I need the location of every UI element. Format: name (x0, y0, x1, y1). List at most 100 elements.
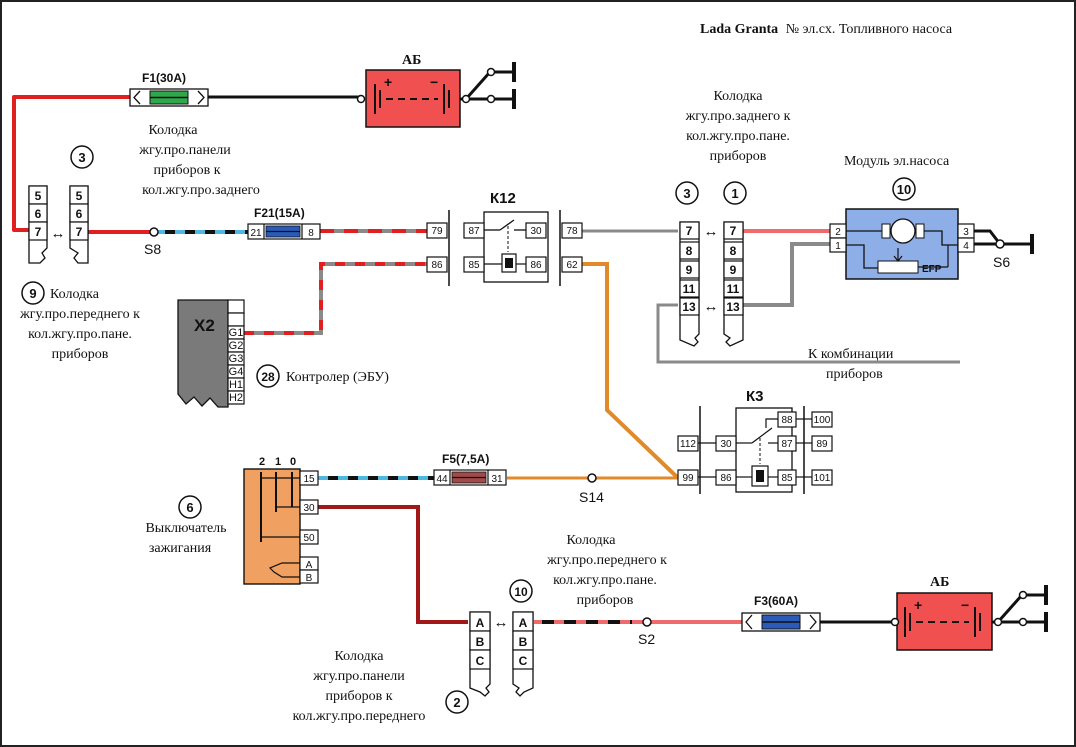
svg-text:К комбинации: К комбинации (808, 347, 894, 362)
svg-text:приборов: приборов (52, 347, 109, 362)
svg-text:8: 8 (730, 244, 737, 258)
svg-text:88: 88 (781, 415, 793, 426)
connector-bottom-b: A B C (512, 611, 534, 697)
label-ignition: Выключатель зажигания (145, 521, 226, 556)
label-block-top-right: Колодка жгу.про.заднего к кол.жгу.про.па… (685, 89, 791, 164)
svg-text:Колодка: Колодка (149, 123, 199, 138)
fuse-f1-label: F1(30A) (142, 71, 186, 85)
svg-text:8: 8 (686, 244, 693, 258)
relay-k3: К3 112 99 30 86 88 87 85 100 89 101 (677, 388, 833, 494)
label-to-cluster: К комбинации приборов (808, 347, 894, 382)
svg-text:101: 101 (814, 473, 831, 484)
wire-red-main (12, 95, 152, 234)
svg-text:жгу.про.панели: жгу.про.панели (312, 669, 405, 684)
svg-text:+: + (914, 597, 922, 613)
fuse-f21: F21(15A) 21 8 (247, 206, 321, 240)
badge-2: 2 (445, 690, 469, 714)
svg-text:9: 9 (730, 263, 737, 277)
svg-text:15: 15 (303, 474, 315, 485)
splice-s8: S8 (144, 227, 161, 257)
fuse-f3: F3(60A) (741, 594, 821, 632)
svg-text:100: 100 (814, 415, 831, 426)
fuel-pump-module: Модуль эл.насоса 2 1 3 4 EFP (829, 154, 975, 280)
connector-left-b: 5 6 7 (69, 185, 89, 264)
svg-text:Колодка: Колодка (335, 649, 385, 664)
svg-text:жгу.про.панели: жгу.про.панели (138, 143, 231, 158)
svg-text:C: C (476, 654, 485, 668)
svg-text:30: 30 (720, 439, 732, 450)
ignition-switch: 2 1 0 15 30 50 A B (243, 456, 319, 585)
badge-6: 6 (178, 495, 202, 519)
svg-text:85: 85 (781, 473, 793, 484)
badge-28: 28 (256, 364, 280, 388)
svg-text:89: 89 (816, 439, 828, 450)
badge-1: 1 (723, 181, 747, 205)
badge-3-left: 3 (70, 145, 94, 169)
svg-text:99: 99 (682, 473, 694, 484)
badge-9: 9 (21, 281, 45, 305)
svg-text:13: 13 (682, 300, 696, 314)
module-label: Модуль эл.насоса (844, 154, 950, 169)
svg-text:К3: К3 (746, 388, 764, 405)
svg-text:87: 87 (468, 226, 480, 237)
svg-text:7: 7 (686, 224, 693, 238)
badge-10-bottom: 10 (509, 579, 533, 603)
svg-text:приборов: приборов (826, 367, 883, 382)
svg-text:G1: G1 (229, 327, 244, 339)
title-brand: Lada Granta (700, 22, 778, 37)
svg-text:1: 1 (731, 186, 738, 201)
mate-arrow-left: ↔ (51, 225, 66, 242)
svg-text:6: 6 (76, 207, 83, 221)
battery-top-minus: − (430, 74, 438, 90)
svg-text:F3(60A): F3(60A) (754, 594, 798, 608)
controller-x2: X2 G1 G2 G3 G4 H1 H2 (177, 299, 245, 408)
svg-text:A: A (476, 616, 485, 630)
svg-text:2: 2 (835, 227, 841, 238)
badge-10-module: 10 (892, 177, 916, 201)
wire-gray-to-cluster (656, 303, 960, 364)
svg-text:4: 4 (963, 241, 969, 252)
svg-text:6: 6 (186, 500, 193, 515)
svg-text:62: 62 (566, 260, 578, 271)
svg-text:кол.жгу.про.пане.: кол.жгу.про.пане. (553, 573, 657, 588)
svg-text:F5(7,5A): F5(7,5A) (442, 452, 489, 466)
svg-text:85: 85 (468, 260, 480, 271)
svg-text:F21(15A): F21(15A) (254, 206, 305, 220)
battery-bottom: АБ + − (890, 575, 1048, 651)
svg-text:жгу.про.заднего к: жгу.про.заднего к (685, 109, 791, 124)
relay-k12: К12 79 86 87 85 30 86 78 62 (426, 190, 583, 286)
svg-text:S8: S8 (144, 241, 161, 257)
svg-text:13: 13 (726, 300, 740, 314)
mate-arrow-bottom: ↔ (494, 614, 509, 631)
svg-text:86: 86 (720, 473, 732, 484)
battery-top-label: АБ (402, 53, 421, 68)
svg-text:АБ: АБ (930, 575, 949, 590)
svg-text:G2: G2 (229, 340, 244, 352)
connector-mid-a: 7 8 9 11 13 (679, 221, 700, 347)
fuse-f1: F1(30A) (129, 71, 209, 107)
splice-s6: S6 (993, 239, 1010, 270)
svg-text:11: 11 (727, 282, 740, 296)
svg-text:приборов к: приборов к (325, 689, 392, 704)
label-block2: Колодка жгу.про.панели приборов к кол.жг… (293, 649, 426, 724)
svg-text:S6: S6 (993, 254, 1010, 270)
svg-text:A: A (306, 560, 313, 571)
svg-text:G4: G4 (229, 366, 244, 378)
svg-text:10: 10 (897, 182, 911, 197)
svg-text:50: 50 (303, 533, 315, 544)
svg-text:EFP: EFP (922, 264, 942, 275)
svg-text:зажигания: зажигания (149, 541, 212, 556)
wire-black-module-ground (974, 229, 1032, 246)
svg-text:9: 9 (29, 286, 36, 301)
svg-text:S14: S14 (579, 489, 604, 505)
svg-text:1: 1 (275, 456, 281, 468)
svg-text:10: 10 (514, 585, 528, 599)
svg-text:21: 21 (250, 228, 262, 239)
svg-text:B: B (519, 635, 528, 649)
wire-grayred-x2-k12 (244, 262, 427, 335)
svg-text:A: A (519, 616, 528, 630)
svg-text:B: B (476, 635, 485, 649)
svg-text:приборов к: приборов к (153, 163, 220, 178)
svg-text:Колодка: Колодка (714, 89, 764, 104)
